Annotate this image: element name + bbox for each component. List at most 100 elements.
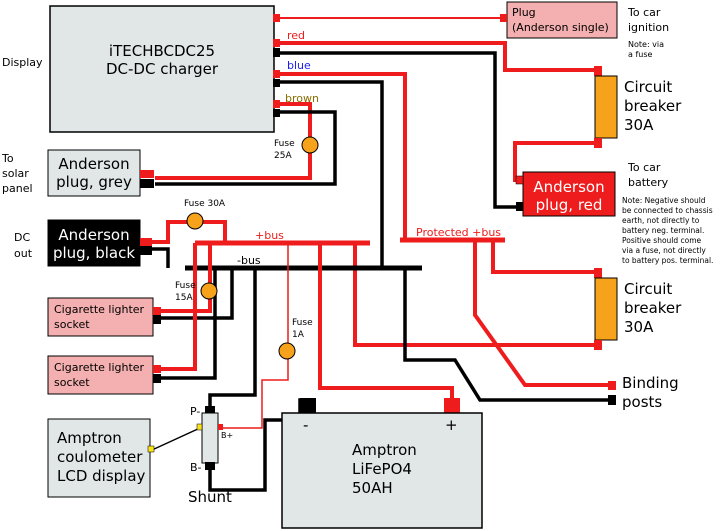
cigarette-socket-1 xyxy=(47,297,154,337)
fuse-25a xyxy=(301,136,319,154)
binding-label1: Binding xyxy=(622,374,679,392)
shunt-b-terminal xyxy=(205,462,215,470)
breaker-bottom-terminal-a xyxy=(594,268,602,278)
battery-pos-terminal xyxy=(444,398,460,414)
coulometer-display xyxy=(47,418,151,498)
anderson-grey-neg xyxy=(140,179,154,188)
dc-out-label1: DC xyxy=(14,231,30,244)
lifepo4-battery xyxy=(281,412,483,529)
battery-neg-label: - xyxy=(303,416,308,434)
ignition-title2: ignition xyxy=(628,21,669,34)
circuit-breaker-bottom xyxy=(594,277,618,341)
anderson-black-label1: Anderson xyxy=(58,226,129,244)
cig2-neg xyxy=(153,374,161,383)
anderson-black-label2: plug, black xyxy=(53,244,135,262)
wire-label-brown: brown xyxy=(285,92,319,105)
breaker-bottom-line1: Circuit xyxy=(624,280,672,298)
fuse-1a xyxy=(278,342,296,360)
binding-post-neg xyxy=(608,395,616,405)
anderson-red-pos xyxy=(515,175,524,185)
anderson-red-label1: Anderson xyxy=(533,178,604,196)
wire-cig2-neg xyxy=(155,268,217,380)
coulometer-label3: LCD display xyxy=(57,467,146,485)
wire-shunt-bplus xyxy=(220,243,289,429)
anderson-red-neg xyxy=(516,202,523,211)
shunt-bplus-label: B+ xyxy=(221,431,233,440)
wire-protected-binding xyxy=(473,240,610,387)
terminal-blue-out xyxy=(273,70,280,78)
fuse-30a xyxy=(186,212,204,230)
wire-binding-neg xyxy=(403,270,610,402)
binding-post-pos xyxy=(608,381,616,390)
ignition-note2: a fuse xyxy=(628,50,653,59)
fuse-1a-label2: 1A xyxy=(292,330,305,340)
wire-dc-out-neg xyxy=(152,247,170,268)
fuse-15a xyxy=(200,282,218,300)
cig1-label1: Cigarette lighter xyxy=(54,303,145,316)
dc-dc-charger xyxy=(49,5,275,133)
plug-label: Plug xyxy=(512,6,536,19)
circuit-breaker-top xyxy=(594,75,618,139)
wire-cig1-pos xyxy=(155,243,212,313)
solar-label2: solar xyxy=(2,167,29,180)
wire-charger-neg2 xyxy=(278,80,384,268)
shunt-b-label: B- xyxy=(190,461,202,474)
plug-terminal xyxy=(500,14,507,22)
shunt-signal-terminal xyxy=(196,423,203,431)
shunt-p-label: P- xyxy=(190,405,200,418)
battery-pos-label: + xyxy=(445,416,458,434)
anderson-red-label2: plug, red xyxy=(536,196,603,214)
solar-label1: To xyxy=(1,152,14,165)
wire-coulometer xyxy=(151,427,201,451)
terminal-ignition xyxy=(273,14,280,22)
anderson-black-neg xyxy=(140,246,152,255)
terminal-neg1 xyxy=(273,48,280,57)
wire-label-red: red xyxy=(287,29,305,42)
anderson-single-plug xyxy=(506,1,618,39)
shunt-body xyxy=(201,412,219,464)
protected-bus-label: Protected +bus xyxy=(416,226,501,239)
wire-charger-blue xyxy=(278,72,407,240)
wire-breaker-bottom xyxy=(353,243,598,347)
breaker-bottom-line3: 30A xyxy=(624,318,654,336)
breaker-top-line2: breaker xyxy=(624,97,682,115)
shunt-label: Shunt xyxy=(188,488,232,506)
fuse-15a-label2: 15A xyxy=(175,293,193,303)
wire-cig1-neg xyxy=(155,268,234,320)
fuse-1a-label1: Fuse xyxy=(292,318,313,328)
coulometer-label1: Amptron xyxy=(57,429,122,447)
svg-text:be connected to chassis: be connected to chassis xyxy=(622,206,713,215)
breaker-bottom-line2: breaker xyxy=(624,299,682,317)
wire-shunt-p xyxy=(208,268,257,408)
anderson-red-plug xyxy=(522,171,616,217)
display-label: Display xyxy=(2,56,43,69)
svg-text:Note: Negative should: Note: Negative should xyxy=(622,196,706,205)
wire-battery-pos xyxy=(318,243,454,400)
breaker-top-line1: Circuit xyxy=(624,78,672,96)
charger-name: iTECHBCDC25 xyxy=(109,42,215,60)
positive-bus-label: +bus xyxy=(255,229,284,242)
dc-out-label2: out xyxy=(14,247,33,260)
wire-dc-out-pos xyxy=(152,220,227,244)
battery-label1: Amptron xyxy=(352,441,417,459)
plug-type: (Anderson single) xyxy=(512,21,609,34)
cig1-label2: socket xyxy=(54,318,90,331)
fuse-30a-label: Fuse 30A xyxy=(184,199,226,209)
negative-bus-label: -bus xyxy=(237,254,261,267)
charger-type: DC-DC charger xyxy=(106,60,219,78)
coulometer-label2: coulometer xyxy=(57,448,143,466)
fuse-25a-label2: 25A xyxy=(274,151,292,161)
shunt-p-terminal xyxy=(205,406,215,414)
binding-label2: posts xyxy=(622,393,662,411)
cig1-neg xyxy=(153,315,161,324)
ignition-note1: Note: via xyxy=(628,40,664,49)
battery-title1: To car xyxy=(627,161,661,174)
breaker-top-line3: 30A xyxy=(624,116,654,134)
svg-text:via a fuse, not directly: via a fuse, not directly xyxy=(622,246,706,255)
svg-text:battery neg. terminal.: battery neg. terminal. xyxy=(622,226,704,235)
cig2-label1: Cigarette lighter xyxy=(54,361,145,374)
fuse-25a-label1: Fuse xyxy=(274,139,295,149)
cig2-label2: socket xyxy=(54,376,90,389)
anderson-grey-label1: Anderson xyxy=(58,155,129,173)
